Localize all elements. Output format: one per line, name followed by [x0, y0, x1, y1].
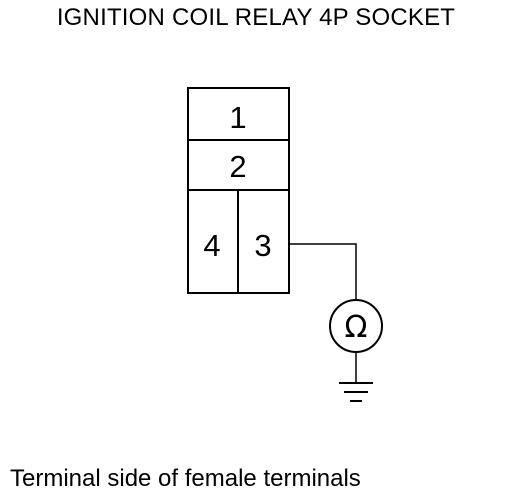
connector-socket [187, 87, 290, 294]
diagram-title: IGNITION COIL RELAY 4P SOCKET [56, 4, 456, 31]
ohmmeter: Ω [329, 299, 383, 353]
test-lead-wire [289, 243, 357, 300]
terminal-4-label: 4 [203, 228, 220, 263]
ground-icon [339, 382, 373, 402]
terminal-2-label: 2 [229, 149, 246, 184]
ohm-symbol-icon: Ω [345, 310, 368, 345]
terminal-1-label: 1 [229, 100, 246, 135]
view-caption: Terminal side of female terminals [10, 465, 361, 492]
terminal-3-label: 3 [254, 228, 271, 263]
